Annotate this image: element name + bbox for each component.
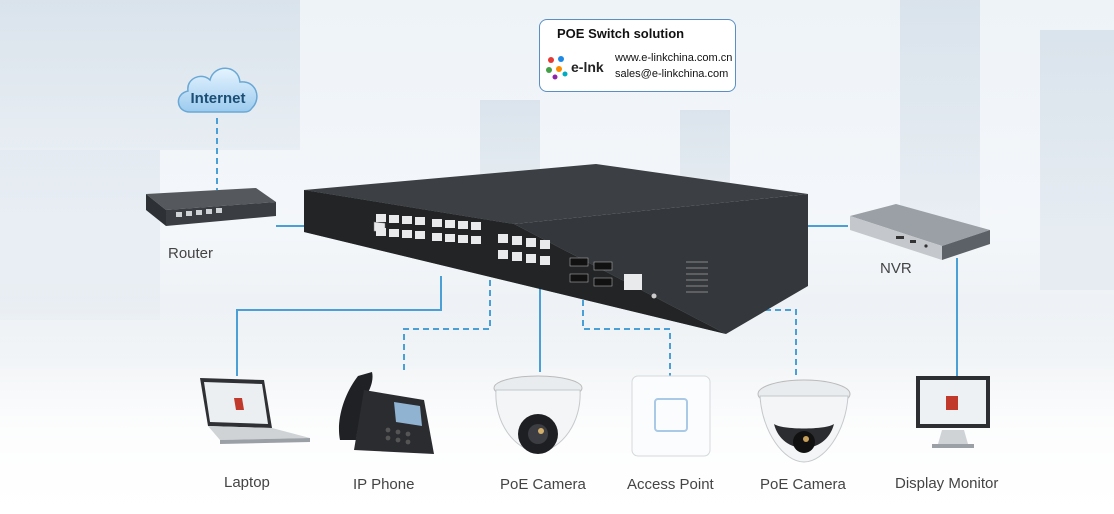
switch-laptop-link: [236, 276, 442, 376]
website-link[interactable]: www.e-linkchina.com.cn: [615, 52, 733, 64]
poe-camera-1-label: PoE Camera: [500, 476, 586, 493]
background-building: [0, 150, 160, 320]
nvr-icon: [850, 204, 990, 260]
laptop-icon: [200, 378, 310, 444]
background-building: [900, 0, 980, 230]
dome-camera-icon: [493, 375, 583, 454]
background-building: [0, 0, 300, 150]
router-label: Router: [168, 245, 214, 262]
poe-camera-2-label: PoE Camera: [760, 476, 846, 493]
info-title: POE Switch solution: [557, 26, 685, 41]
switch-ap-link: [582, 300, 671, 376]
ip-phone-label: IP Phone: [353, 476, 415, 493]
nvr-label: NVR: [880, 260, 912, 277]
switch-phone-link: [403, 280, 491, 370]
email-link[interactable]: sales@e-linkchina.com: [615, 68, 729, 80]
laptop-label: Laptop: [224, 474, 270, 491]
access-point-icon: [631, 375, 711, 457]
poe-switch-icon: [304, 164, 808, 334]
monitor-icon: [916, 376, 990, 448]
internet-label: Internet: [190, 90, 246, 107]
dome-camera-icon: [757, 379, 851, 463]
access-point-label: Access Point: [627, 476, 714, 493]
info-box: POE Switch solution e-lnk www.e-linkchin…: [539, 19, 736, 92]
brand-name: e-lnk: [571, 59, 604, 75]
display-monitor-label: Display Monitor: [895, 475, 999, 492]
e-lnk-logo-icon: [546, 56, 568, 80]
ip-phone-icon: [338, 372, 434, 454]
router-icon: [146, 188, 276, 226]
cloud-icon: [177, 67, 258, 113]
background-building: [1040, 30, 1114, 290]
